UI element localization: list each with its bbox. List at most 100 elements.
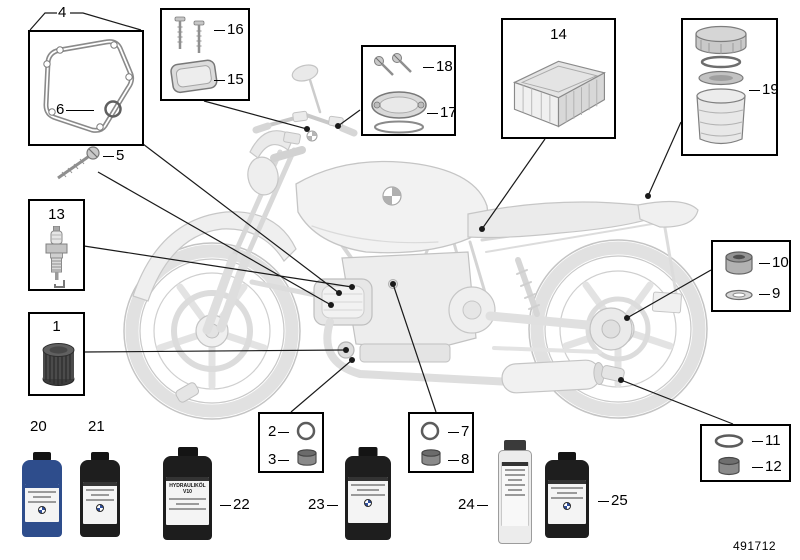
- callout-label-11: 11: [750, 432, 781, 450]
- leader-line: [392, 283, 437, 413]
- bottle-cap: [358, 447, 378, 457]
- can-label: [501, 462, 529, 526]
- bottle-label: [83, 482, 117, 524]
- callout-label-8: 8: [446, 451, 469, 469]
- callout-box-1[interactable]: 1: [28, 312, 85, 396]
- callout-label-16: 16: [212, 21, 244, 39]
- mirror-illustration: [291, 64, 319, 82]
- callout-label-1: 1: [52, 318, 61, 335]
- callout-label-25[interactable]: 25: [596, 492, 628, 510]
- connection-dots: [304, 123, 651, 383]
- leader-line: [337, 109, 361, 127]
- o-ring-icon: [714, 434, 744, 448]
- leader-line: [97, 171, 332, 306]
- callout-box-7-8[interactable]: 7 8: [408, 412, 474, 473]
- fluid-reservoir-kit-icon: [695, 25, 747, 145]
- callout-label-23[interactable]: 23: [308, 496, 340, 514]
- drain-plug-icon: [421, 449, 441, 466]
- callout-box-4-6[interactable]: 6: [28, 30, 144, 146]
- bottle-label: [548, 480, 586, 524]
- callout-box-10-9[interactable]: 10 9: [711, 240, 791, 312]
- leader-line: [203, 100, 308, 130]
- leader-line: [83, 245, 353, 288]
- callout-label-24[interactable]: 24: [458, 496, 490, 514]
- callout-label-20[interactable]: 20: [30, 418, 47, 435]
- bmw-roundel-icon: [96, 504, 104, 512]
- bottle-cap: [558, 452, 576, 461]
- leader-line: [647, 121, 682, 197]
- muffler-illustration: [501, 359, 605, 394]
- bottle-cap: [33, 452, 51, 461]
- leader-line: [481, 138, 546, 230]
- callout-box-19[interactable]: 19: [681, 18, 779, 156]
- bmw-roundel-icon: [38, 506, 46, 514]
- leader-line: [626, 269, 712, 319]
- bmw-roundel-cockpit: [306, 130, 318, 142]
- seal-ring-icon: [296, 421, 316, 441]
- bottle-cap: [91, 452, 109, 461]
- callout-label-19: 19: [747, 81, 779, 99]
- oval-cover-plate-icon: [371, 91, 427, 134]
- air-filter-element-icon: [512, 60, 607, 128]
- screw-icon: [57, 146, 100, 180]
- callout-label-21[interactable]: 21: [88, 418, 105, 435]
- washer-icon: [725, 289, 753, 301]
- bushing-icon: [725, 251, 753, 275]
- engine-illustration: [313, 251, 496, 363]
- callout-label-18: 18: [421, 58, 453, 76]
- bottle-label: [25, 484, 59, 522]
- callout-label-15: 15: [212, 71, 244, 89]
- valve-cover-gasket-icon: [43, 39, 135, 133]
- bottle-cap: [177, 447, 198, 457]
- callout-label-2: 2: [268, 423, 291, 441]
- part-number: 491712: [733, 539, 777, 553]
- bottle-20[interactable]: [22, 452, 62, 537]
- leader-line: [620, 379, 734, 425]
- callout-label-22[interactable]: 22: [218, 496, 250, 514]
- callout-label-7: 7: [446, 423, 469, 441]
- callout-box-2-3[interactable]: 2 3: [258, 412, 324, 473]
- callout-label-5[interactable]: 5: [101, 147, 124, 165]
- callout-box-14[interactable]: 14: [501, 18, 616, 139]
- leader-line: [142, 143, 340, 294]
- spray-can-24[interactable]: [498, 440, 532, 544]
- seal-ring-icon: [420, 421, 440, 441]
- callout-box-18-17[interactable]: 18 17: [361, 45, 457, 136]
- callout-label-14: 14: [550, 26, 567, 43]
- oil-drain-plug-icon: [297, 449, 317, 466]
- reservoir-cover-icon: [170, 59, 218, 94]
- callout-box-16-15[interactable]: 16 15: [160, 8, 250, 101]
- callout-label-6: 6: [56, 101, 96, 119]
- bottle-25[interactable]: [545, 452, 589, 538]
- bmw-roundel-tank: [382, 186, 402, 206]
- leader-line: [83, 349, 347, 353]
- leader-lines: [83, 100, 734, 425]
- can-cap: [504, 440, 526, 451]
- callout-label-17: 17: [425, 104, 457, 122]
- callout-label-12: 12: [750, 458, 782, 476]
- plug-icon: [718, 456, 740, 476]
- bottle-21[interactable]: [80, 452, 120, 537]
- bottle-label: HYDRAULIKÖL V10: [166, 477, 209, 525]
- bmw-roundel-icon: [364, 499, 372, 507]
- callout-label-13: 13: [48, 206, 65, 223]
- bottle-22[interactable]: HYDRAULIKÖL V10: [163, 447, 212, 540]
- callout-label-10: 10: [757, 254, 789, 272]
- bottle-label: [348, 477, 388, 523]
- callout-box-11-12[interactable]: 11 12: [700, 424, 791, 482]
- leader-line: [290, 359, 353, 413]
- o-ring-icon: [104, 100, 122, 118]
- spark-plug-icon: [45, 226, 68, 288]
- callout-label-4[interactable]: 4: [58, 4, 67, 21]
- bottle-23[interactable]: [345, 447, 391, 540]
- callout-label-3: 3: [268, 451, 291, 469]
- oil-filter-icon: [42, 343, 75, 386]
- bracket-lines-4: [29, 12, 142, 31]
- bottle-label-text: HYDRAULIKÖL V10: [169, 483, 206, 495]
- bmw-roundel-icon: [563, 502, 571, 510]
- screws-icon: [174, 16, 205, 53]
- callout-box-13[interactable]: 13: [28, 199, 85, 291]
